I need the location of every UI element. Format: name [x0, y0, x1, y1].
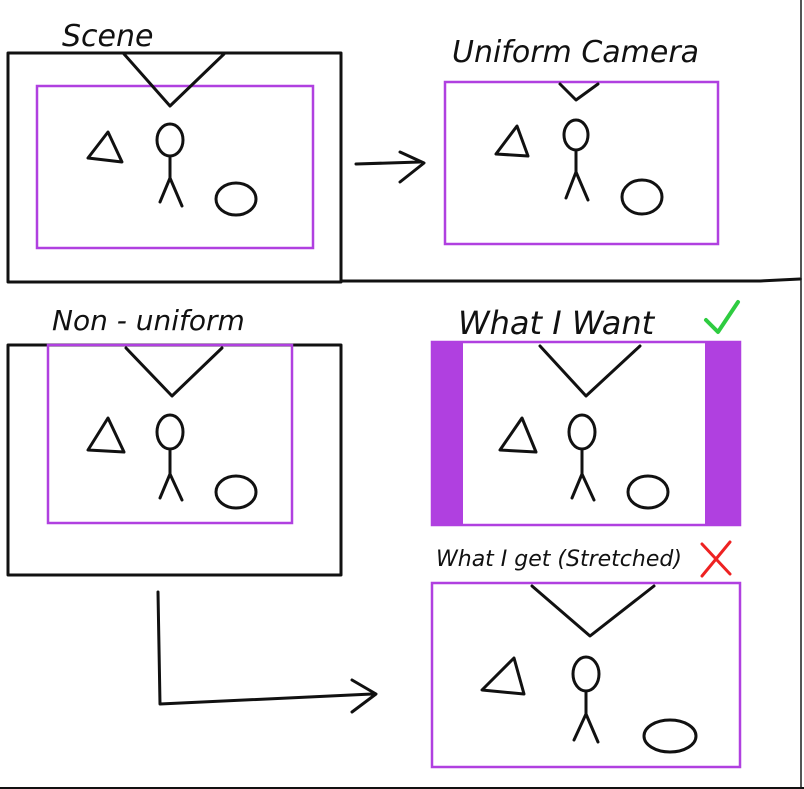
what-i-get-objects — [480, 655, 698, 754]
what-i-want-camera-cone — [538, 344, 642, 398]
non-uniform-objects — [86, 413, 258, 510]
cross-mark-icon — [700, 540, 732, 578]
scene-objects — [86, 122, 258, 217]
arrow-to-stretched — [156, 590, 378, 714]
letterbox-right — [705, 343, 739, 524]
circle-shape — [214, 181, 258, 217]
what-i-get-frame — [430, 581, 742, 769]
scene-camera-view — [35, 84, 315, 250]
circle-shape — [620, 178, 664, 216]
triangle-shape — [494, 124, 530, 158]
letterbox-left — [433, 343, 463, 524]
what-i-want-objects — [498, 413, 670, 510]
triangle-shape — [498, 416, 538, 454]
non-uniform-camera-cone — [124, 346, 224, 398]
label-non-uniform: Non - uniform — [52, 304, 245, 337]
stick-figure — [571, 655, 601, 744]
check-mark-icon — [704, 300, 740, 334]
circle-shape — [642, 718, 698, 754]
uniform-camera-view — [443, 80, 720, 246]
uniform-camera-cone — [558, 82, 600, 102]
scene-frame — [6, 51, 343, 284]
triangle-shape — [480, 656, 526, 696]
section-divider — [339, 277, 802, 283]
what-i-want-frame — [430, 340, 742, 527]
stick-figure — [562, 118, 590, 202]
label-scene: Scene — [62, 19, 153, 54]
label-uniform-camera: Uniform Camera — [452, 35, 699, 70]
triangle-shape — [86, 416, 126, 454]
non-uniform-camera-view — [46, 343, 294, 525]
stick-figure — [567, 413, 597, 502]
triangle-shape — [86, 130, 124, 164]
label-what-i-get: What I get (Stretched) — [436, 547, 682, 572]
stick-figure — [155, 413, 185, 502]
stick-figure — [155, 122, 185, 208]
scene-camera-cone — [122, 52, 226, 108]
label-what-i-want: What I Want — [458, 304, 656, 342]
circle-shape — [626, 474, 670, 510]
circle-shape — [214, 474, 258, 510]
uniform-objects — [494, 118, 664, 216]
arrow-to-uniform — [354, 150, 426, 184]
what-i-get-camera-cone — [530, 584, 656, 638]
